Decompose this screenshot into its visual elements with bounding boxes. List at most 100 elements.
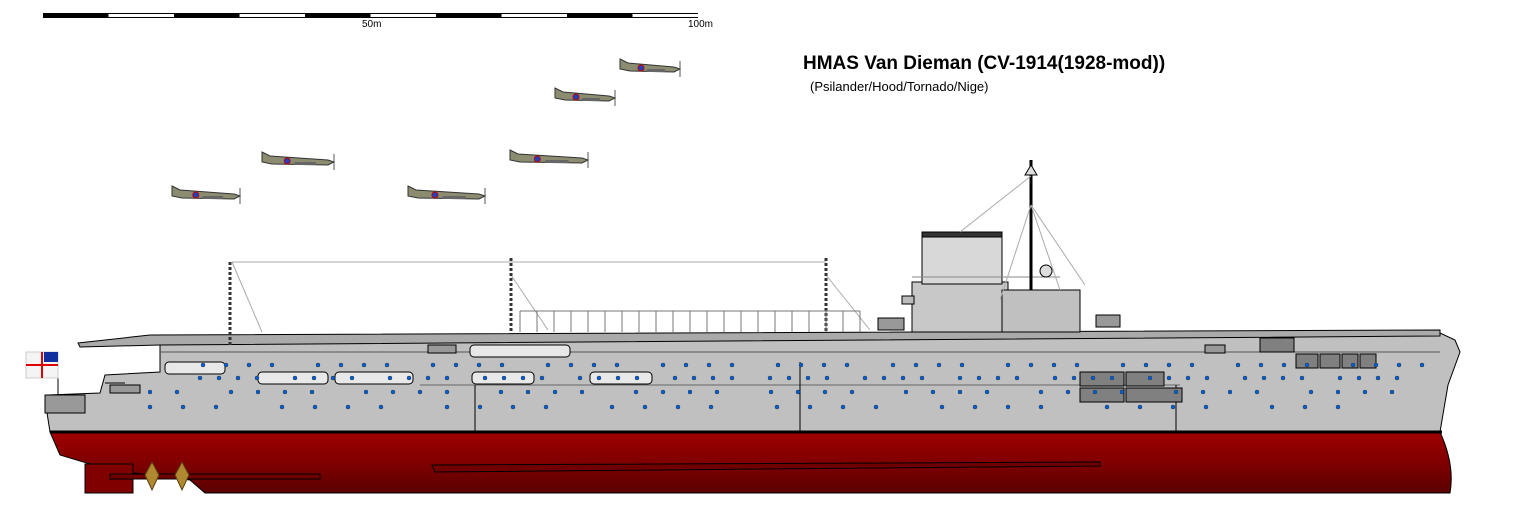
porthole: [609, 404, 615, 410]
porthole: [1200, 389, 1206, 395]
lower-hull: [49, 431, 1452, 494]
scale-bar-segment: [370, 14, 436, 17]
scale-label-50m: 50m: [362, 19, 382, 30]
porthole: [881, 375, 887, 381]
porthole: [1375, 375, 1381, 381]
porthole: [798, 362, 804, 368]
porthole: [444, 389, 450, 395]
portholes: [147, 362, 1425, 410]
porthole: [1147, 375, 1153, 381]
porthole: [930, 389, 936, 395]
porthole: [476, 362, 482, 368]
porthole: [1269, 404, 1275, 410]
porthole: [729, 375, 735, 381]
porthole: [706, 362, 712, 368]
lattice-masts: [228, 258, 828, 345]
porthole: [1090, 375, 1096, 381]
porthole: [543, 404, 549, 410]
porthole: [254, 375, 260, 381]
porthole: [807, 404, 813, 410]
porthole: [577, 375, 583, 381]
porthole: [767, 375, 773, 381]
porthole: [1173, 389, 1179, 395]
porthole: [1235, 362, 1241, 368]
porthole: [1038, 389, 1044, 395]
porthole: [840, 404, 846, 410]
porthole: [919, 375, 925, 381]
porthole: [444, 404, 450, 410]
porthole: [235, 375, 241, 381]
hangar-windows: [1079, 337, 1377, 403]
porthole: [338, 362, 344, 368]
scale-bar-segment: [239, 14, 305, 17]
aircraft-group: [171, 58, 682, 204]
porthole: [425, 375, 431, 381]
porthole: [675, 404, 681, 410]
porthole: [197, 375, 203, 381]
scale-label-100m: 100m: [688, 19, 714, 30]
porthole: [568, 362, 574, 368]
porthole: [1137, 404, 1143, 410]
porthole: [1373, 362, 1379, 368]
lifeboat: [164, 361, 226, 375]
porthole: [477, 404, 483, 410]
porthole: [890, 362, 896, 368]
porthole: [1166, 375, 1172, 381]
porthole: [1028, 362, 1034, 368]
porthole: [1104, 404, 1110, 410]
propeller-icon: [144, 460, 190, 492]
scale-bar-segment: [501, 14, 567, 17]
porthole: [1356, 375, 1362, 381]
rigging: [231, 175, 1086, 333]
porthole: [1005, 404, 1011, 410]
porthole: [824, 375, 830, 381]
porthole: [708, 404, 714, 410]
porthole: [315, 362, 321, 368]
porthole: [525, 389, 531, 395]
porthole: [805, 375, 811, 381]
porthole: [378, 404, 384, 410]
porthole: [499, 362, 505, 368]
porthole: [1281, 362, 1287, 368]
porthole: [714, 389, 720, 395]
aircraft-icon: [554, 87, 617, 106]
porthole: [795, 389, 801, 395]
deck-railing: [519, 310, 861, 332]
porthole: [1005, 362, 1011, 368]
porthole: [957, 389, 963, 395]
porthole: [1254, 389, 1260, 395]
aircraft-icon: [619, 58, 682, 77]
porthole: [1185, 375, 1191, 381]
porthole: [579, 389, 585, 395]
porthole: [406, 375, 412, 381]
porthole: [691, 375, 697, 381]
upper-hull: [44, 332, 1461, 433]
porthole: [633, 389, 639, 395]
porthole: [959, 362, 965, 368]
porthole: [1065, 389, 1071, 395]
ship-subtitle: (Psilander/Hood/Tornado/Nige): [810, 79, 989, 94]
porthole: [1120, 362, 1126, 368]
bilge-keel: [431, 461, 1101, 473]
ensign-flag-icon: [25, 351, 59, 395]
scale-bar: [43, 13, 698, 18]
porthole: [936, 362, 942, 368]
porthole: [1109, 375, 1115, 381]
porthole: [453, 362, 459, 368]
porthole: [363, 389, 369, 395]
porthole: [387, 375, 393, 381]
porthole: [1304, 362, 1310, 368]
porthole: [213, 404, 219, 410]
porthole: [1337, 375, 1343, 381]
porthole: [672, 375, 678, 381]
island-superstructure: [901, 160, 1081, 333]
porthole: [1308, 389, 1314, 395]
porthole: [1038, 404, 1044, 410]
porthole: [849, 389, 855, 395]
porthole: [591, 362, 597, 368]
porthole: [1170, 404, 1176, 410]
porthole: [312, 404, 318, 410]
porthole: [972, 404, 978, 410]
porthole: [1052, 375, 1058, 381]
